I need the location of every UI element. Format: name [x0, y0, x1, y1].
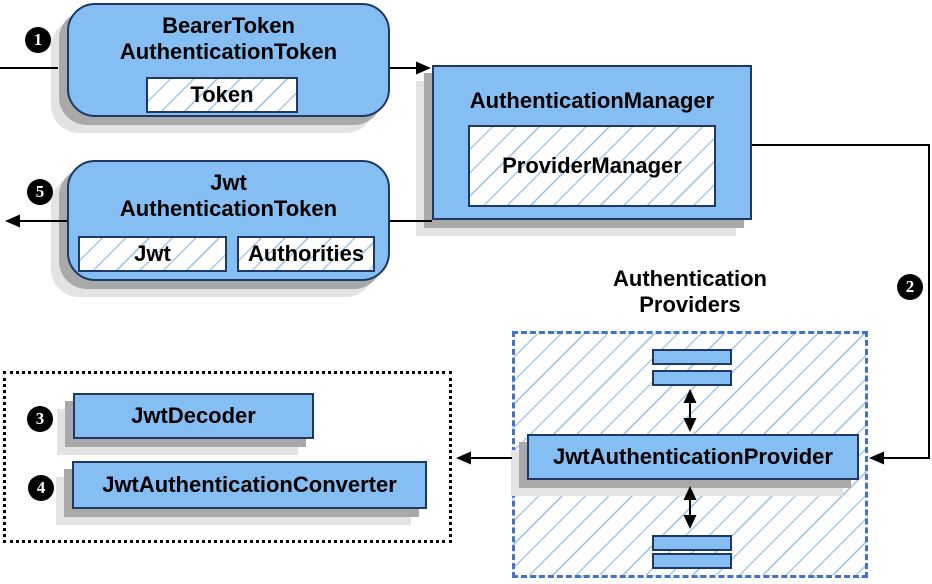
jwt-token-title-line2: AuthenticationToken: [119, 196, 338, 221]
provider-stub-bar: [652, 535, 732, 551]
authentication-manager-box: AuthenticationManager ProviderManager: [432, 65, 752, 220]
provider-manager-box: ProviderManager: [468, 125, 716, 207]
bearer-token-title-line1: BearerToken: [162, 13, 295, 38]
step-5-badge: 5: [27, 179, 53, 205]
jwt-token-title-line1: Jwt: [210, 170, 247, 195]
bearer-token-box-title: BearerToken AuthenticationToken: [69, 13, 388, 65]
jwt-field-label: Jwt: [134, 241, 171, 266]
step-3-number: 3: [35, 409, 45, 428]
authentication-manager-title: AuthenticationManager: [469, 88, 715, 113]
step-1-badge: 1: [25, 27, 51, 53]
step-3-badge: 3: [27, 406, 53, 432]
token-field-label: Token: [190, 82, 254, 107]
arrow-provider-to-decoder-group: [456, 451, 512, 465]
token-field: Token: [146, 77, 298, 113]
authentication-providers-heading: Authentication Providers: [512, 266, 868, 318]
heading-line-2: Providers: [639, 292, 741, 317]
bearer-token-title-line2: AuthenticationToken: [119, 39, 338, 64]
heading-line-1: Authentication: [613, 266, 767, 291]
provider-manager-label: ProviderManager: [502, 153, 682, 178]
step-4-number: 4: [36, 478, 46, 497]
provider-stub-bar: [652, 553, 732, 569]
arrow-jwt-token-outbound-step5: [5, 214, 67, 228]
jwt-decoder-label: JwtDecoder: [131, 403, 256, 428]
bearer-token-authentication-token-box: BearerToken AuthenticationToken Token: [67, 3, 390, 117]
step-2-number: 2: [905, 277, 915, 296]
authorities-field: Authorities: [237, 236, 375, 272]
provider-stub-bar: [652, 370, 732, 386]
jwt-authentication-converter-label: JwtAuthenticationConverter: [102, 472, 397, 497]
step-4-badge: 4: [28, 475, 54, 501]
step-2-badge: 2: [897, 274, 923, 300]
jwt-token-box-title: Jwt AuthenticationToken: [69, 170, 388, 222]
jwt-authentication-token-box: Jwt AuthenticationToken Jwt Authorities: [67, 160, 390, 281]
provider-stub-bar: [652, 349, 732, 365]
jwt-field: Jwt: [78, 236, 227, 272]
step-5-number: 5: [35, 182, 45, 201]
jwt-authentication-provider-box: JwtAuthenticationProvider: [527, 434, 859, 480]
jwt-decoder-box: JwtDecoder: [73, 393, 314, 439]
jwt-authentication-provider-label: JwtAuthenticationProvider: [553, 444, 833, 469]
jwt-authentication-converter-box: JwtAuthenticationConverter: [72, 461, 427, 509]
authorities-field-label: Authorities: [247, 241, 365, 266]
step-1-number: 1: [33, 30, 43, 49]
arrow-bearer-to-manager: [390, 61, 431, 75]
